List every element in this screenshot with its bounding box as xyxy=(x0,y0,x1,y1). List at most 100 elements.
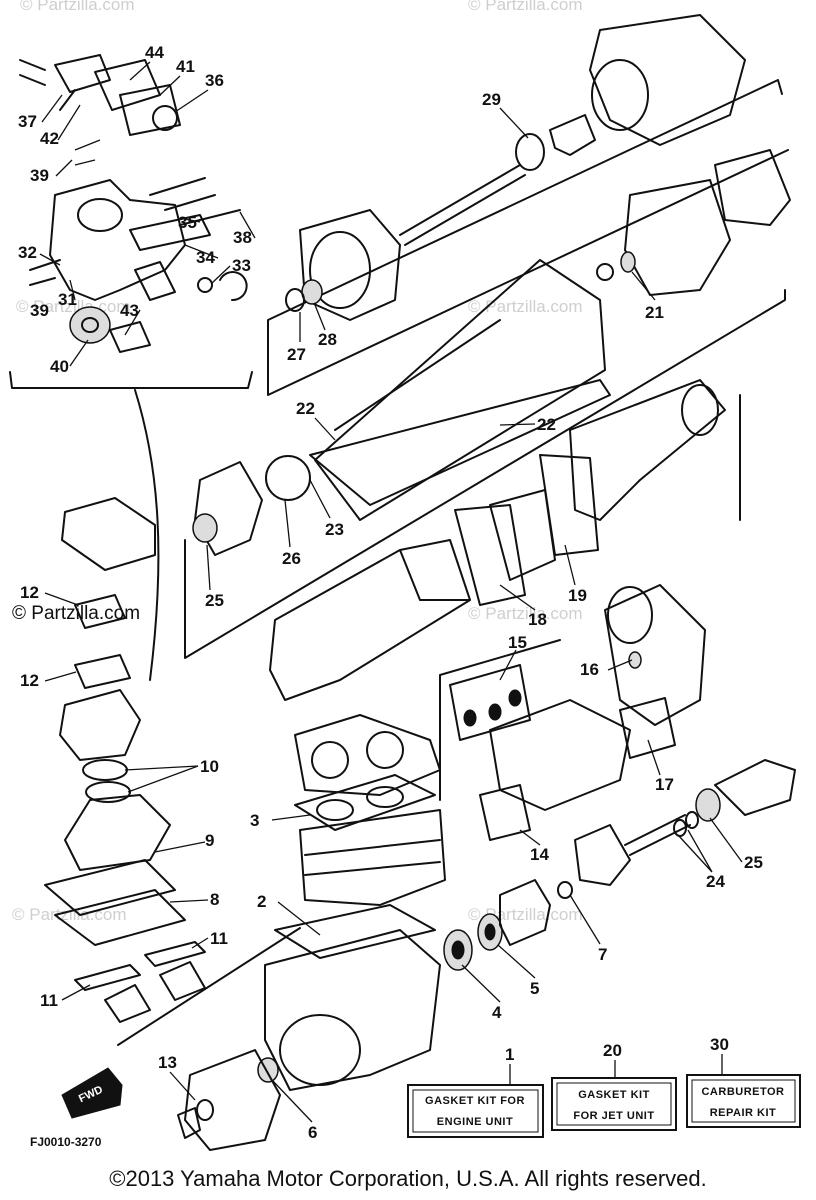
kit-label: GASKET KIT xyxy=(578,1089,650,1101)
ring-24 xyxy=(685,811,699,829)
exhaust-pipe xyxy=(569,379,726,521)
kit-label: FOR JET UNIT xyxy=(573,1110,654,1122)
carb-throat xyxy=(77,198,123,232)
engine-group xyxy=(177,714,573,1151)
head-gasket-3 xyxy=(294,774,436,831)
callout: 12 xyxy=(20,671,39,690)
callout: 43 xyxy=(120,301,139,320)
carb-cover-part xyxy=(119,84,181,136)
cover-plug xyxy=(196,1099,214,1121)
callout: 36 xyxy=(205,71,224,90)
callout: 29 xyxy=(482,90,501,109)
watermark: © Partzilla.com xyxy=(468,604,583,623)
nozzle-housing xyxy=(589,14,746,146)
cylinder-fins xyxy=(304,839,441,876)
exhaust-group xyxy=(439,584,796,886)
callout: 8 xyxy=(210,890,219,909)
cone-cap xyxy=(549,114,596,156)
exhaust-outlet-14 xyxy=(479,784,531,841)
carb-clip xyxy=(219,271,248,302)
kit-label: REPAIR KIT xyxy=(710,1107,777,1119)
seal-21 xyxy=(620,251,636,273)
reed-valve xyxy=(104,984,151,1023)
elbow-bore xyxy=(607,586,653,644)
intake-manifold-stack xyxy=(44,594,301,1046)
callout: 12 xyxy=(20,583,39,602)
watermark-dark: © Partzilla.com xyxy=(12,603,140,624)
callout: 41 xyxy=(176,57,195,76)
callout: 17 xyxy=(655,775,674,794)
copyright-notice: ©2013 Yamaha Motor Corporation, U.S.A. A… xyxy=(109,1166,707,1191)
callout: 40 xyxy=(50,357,69,376)
callout: 35 xyxy=(178,213,197,232)
intake-manifold xyxy=(64,794,171,871)
ring-27 xyxy=(285,288,305,312)
gasket-port xyxy=(508,689,522,707)
callout: 10 xyxy=(200,757,219,776)
callout: 9 xyxy=(205,831,214,850)
callout: 38 xyxy=(233,228,252,247)
drive-coupler xyxy=(574,824,631,886)
coupling xyxy=(499,879,551,946)
kit-number: 20 xyxy=(603,1041,622,1060)
carburetor-group xyxy=(9,54,253,389)
callout: 23 xyxy=(325,520,344,539)
leader-lines xyxy=(39,61,743,1123)
reed-plate-8 xyxy=(44,859,176,916)
drive-shaft xyxy=(399,164,526,246)
callout: 25 xyxy=(744,853,763,872)
gasket-11-right xyxy=(144,941,206,967)
carburetor-body-lower xyxy=(59,689,141,761)
carb-screws xyxy=(19,59,76,111)
kit-box-carburetor xyxy=(686,1074,801,1128)
ring-21 xyxy=(596,263,614,281)
ring-10-bottom xyxy=(85,781,131,803)
stator-housing xyxy=(624,179,731,296)
intake-duct xyxy=(314,259,606,521)
callout: 25 xyxy=(205,591,224,610)
cylinder-block xyxy=(299,809,446,906)
callout: 5 xyxy=(530,979,539,998)
callout: 31 xyxy=(58,290,77,309)
callout: 24 xyxy=(706,872,725,891)
water-box xyxy=(269,539,471,701)
kit-number: 30 xyxy=(710,1035,729,1054)
gasket-11-left xyxy=(74,964,141,991)
exhaust-elbow xyxy=(604,584,706,726)
ring-10-top xyxy=(82,759,128,781)
oil-seal-5-center xyxy=(484,923,496,941)
gasket-18 xyxy=(454,504,526,606)
seal-28 xyxy=(301,279,323,305)
reed-gasket-8 xyxy=(54,889,186,946)
jet-pump-group xyxy=(267,14,791,396)
gasket-12-top xyxy=(74,594,126,629)
kit-label: ENGINE UNIT xyxy=(437,1116,513,1128)
kit-box-engine xyxy=(407,1084,544,1138)
carb-needles xyxy=(149,177,216,211)
bearing-housing-lower xyxy=(714,759,796,816)
kit-label: GASKET KIT FOR xyxy=(425,1095,525,1107)
callout: 39 xyxy=(30,166,49,185)
exhaust-pipe-end xyxy=(681,384,719,436)
watermark: © Partzilla.com xyxy=(468,297,583,316)
callout: 14 xyxy=(530,845,549,864)
oil-seal-4-center xyxy=(451,940,465,960)
duct-base xyxy=(309,379,611,506)
carb-diaphragm xyxy=(152,105,178,131)
carburetor-bracket xyxy=(9,371,253,389)
drain-plug-13 xyxy=(177,1107,201,1139)
exhaust-gasket-17 xyxy=(619,697,676,759)
watermark-group: © Partzilla.com © Partzilla.com © Partzi… xyxy=(12,0,583,924)
base-gasket-2 xyxy=(274,904,436,959)
exhaust-flange xyxy=(489,489,556,581)
kit-label: CARBURETOR xyxy=(701,1086,784,1098)
ring-7 xyxy=(557,881,573,899)
seal-25-top xyxy=(192,513,218,543)
callout: 44 xyxy=(145,43,164,62)
callout: 34 xyxy=(196,248,215,267)
callout: 37 xyxy=(18,112,37,131)
water-box-edge xyxy=(399,549,471,601)
reed-bracket xyxy=(117,927,301,1046)
callout: 6 xyxy=(308,1123,317,1142)
callout: 11 xyxy=(40,991,58,1010)
